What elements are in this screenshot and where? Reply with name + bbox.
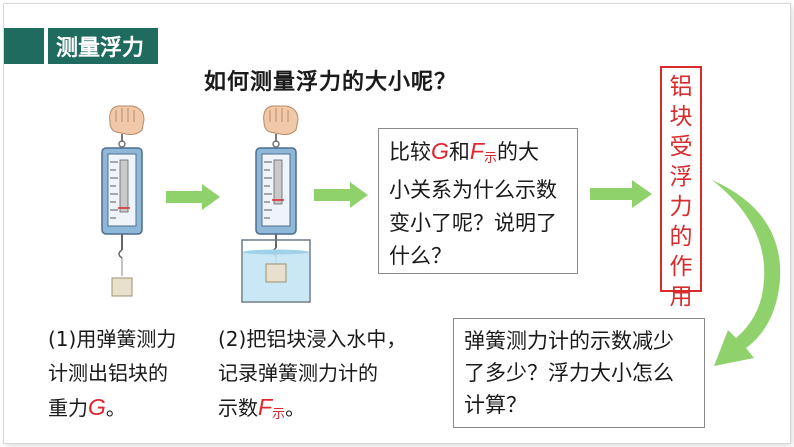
compare-text-c: 的大 [496,140,539,164]
compare-line-1: 比较G和F示的大 [389,135,567,174]
caption2-period: 。 [285,396,306,420]
spring-scale-water-illustration [241,105,311,303]
spring-scale-air-illustration [101,105,145,297]
title-gap [44,28,48,64]
curved-arrow [712,180,781,366]
compare-text-a: 比较 [389,140,431,164]
title-bar: 测量浮力 [4,28,159,64]
symbol-f: F示 [469,138,497,165]
symbol-g: G [431,138,449,164]
caption2-line-1: (2)把铝块浸入水中， [218,327,407,351]
arrow-right-2 [314,182,368,208]
question-line-3: 计算？ [464,393,527,417]
symbol-f-subscript: 示 [272,406,286,421]
vbox-char: 力 [669,194,693,220]
compare-line-2: 小关系为什么示数 [389,178,557,202]
step-2-caption: (2)把铝块浸入水中， 记录弹簧测力计的 示数F示。 [218,322,438,431]
caption2-text: 示数 [218,396,258,420]
question-line-1: 弹簧测力计的示数减少 [464,329,674,353]
caption2-line-2: 记录弹簧测力计的 [218,361,378,385]
caption1-line-3: 重力G。 [48,390,208,425]
compare-question-box: 比较G和F示的大 小关系为什么示数 变小了呢？说明了 什么？ [378,128,578,274]
buoyancy-effect-label: 铝 块 受 浮 力 的 作 用 [660,66,702,310]
caption1-line-2: 计测出铝块的 [48,361,168,385]
vbox-char: 受 [669,134,693,160]
symbol-g: G [88,394,106,420]
symbol-f-letter: F [469,138,484,164]
caption1-period: 。 [105,396,126,420]
symbol-f-letter: F [258,394,273,420]
arrow-right-3 [590,180,652,208]
vbox-char: 铝 [669,74,693,100]
question-line-2: 了多少？浮力大小怎么 [464,361,674,385]
vbox-char: 浮 [669,164,693,190]
caption2-line-3: 示数F示。 [218,390,438,431]
page-title: 测量浮力 [48,28,159,64]
caption1-line-1: (1)用弹簧测力 [48,327,177,351]
symbol-f: F示 [258,394,286,421]
symbol-f-subscript: 示 [483,150,497,165]
compare-line-3: 变小了呢？说明了 [389,211,557,235]
vbox-char: 作 [669,254,693,280]
arrow-right-1 [166,184,220,210]
step-1-caption: (1)用弹簧测力 计测出铝块的 重力G。 [48,322,208,425]
caption1-text: 重力 [48,396,88,420]
title-stripe [4,28,44,64]
buoyancy-calc-question-box: 弹簧测力计的示数减少 了多少？浮力大小怎么 计算？ [453,318,705,428]
vbox-char: 的 [669,224,693,250]
compare-text-b: 和 [448,140,470,164]
vbox-char: 用 [669,284,693,310]
compare-line-4: 什么？ [389,244,452,268]
vbox-char: 块 [669,104,693,130]
question-heading: 如何测量浮力的大小呢？ [204,70,458,95]
